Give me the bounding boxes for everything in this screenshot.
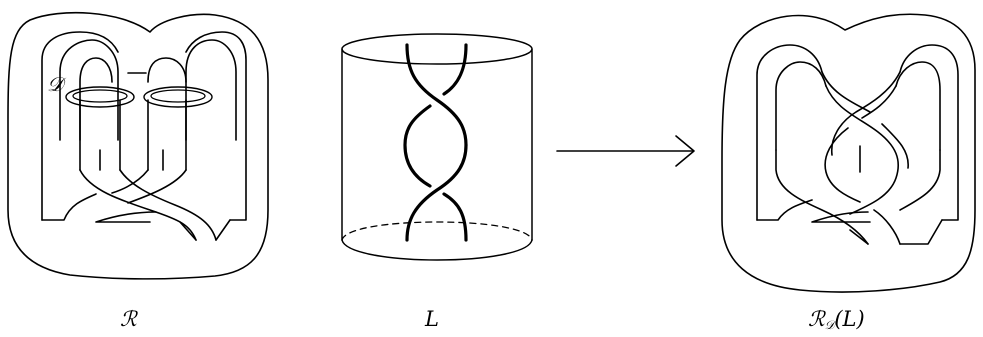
ribbon-cross-4	[111, 169, 149, 194]
braid-strand-1	[405, 43, 468, 147]
result-left-lobe	[775, 61, 827, 151]
disk-ellipse-right-inner	[150, 89, 206, 103]
braid-strand-3	[405, 143, 468, 242]
disk-ellipse-left-outer	[65, 86, 135, 108]
cylinder-bottom-back	[341, 221, 533, 241]
disk-ellipse-left-inner	[72, 89, 128, 103]
ribbon-outer-boundary	[7, 11, 269, 280]
result-twist-b	[824, 85, 901, 245]
braid-strand-2	[403, 43, 468, 242]
ribbon-cross-1	[79, 169, 197, 241]
ribbon-left-hump-inner	[79, 57, 113, 141]
caption-r-d-l: ℛ𝒟(L)	[808, 307, 865, 333]
result-twist-d	[831, 71, 901, 156]
ribbon-cross-3	[127, 169, 187, 204]
caption-r-d-l-arg: (L)	[834, 307, 865, 331]
result-lower-right	[899, 149, 941, 211]
ribbon-bottom-mid	[95, 211, 157, 223]
caption-r-d-l-sub: 𝒟	[824, 318, 835, 332]
result-twist-a	[825, 85, 900, 215]
ribbon-diagram-r	[7, 11, 269, 280]
disk-ellipse-right-outer	[143, 86, 213, 108]
result-lower-left	[775, 149, 869, 245]
cylinder-bottom-front	[341, 239, 533, 261]
cylinder-top	[341, 33, 533, 65]
ribbon-cross-2	[119, 169, 217, 241]
result-right-lobe	[895, 61, 941, 151]
ribbon-right-hump-outer	[185, 39, 237, 141]
cylinder-braid-l	[341, 33, 533, 261]
ribbon-bottom-left	[41, 193, 97, 221]
caption-r: ℛ	[120, 307, 137, 331]
ribbon-inner-boundary	[41, 31, 247, 221]
result-bottom-mid	[811, 211, 871, 223]
result-bottom-left	[756, 199, 813, 221]
ribbon-right-hump-inner	[147, 57, 187, 83]
mapping-arrow	[556, 135, 695, 167]
disk-label: 𝒟	[47, 72, 63, 96]
result-inner-frame	[756, 44, 959, 221]
result-outer-boundary	[721, 13, 976, 293]
caption-r-d-l-main: ℛ	[808, 307, 825, 331]
result-diagram	[721, 13, 976, 293]
result-twist-c	[821, 71, 909, 169]
caption-l: L	[425, 307, 439, 331]
ribbon-left-hump-outer	[59, 39, 119, 141]
